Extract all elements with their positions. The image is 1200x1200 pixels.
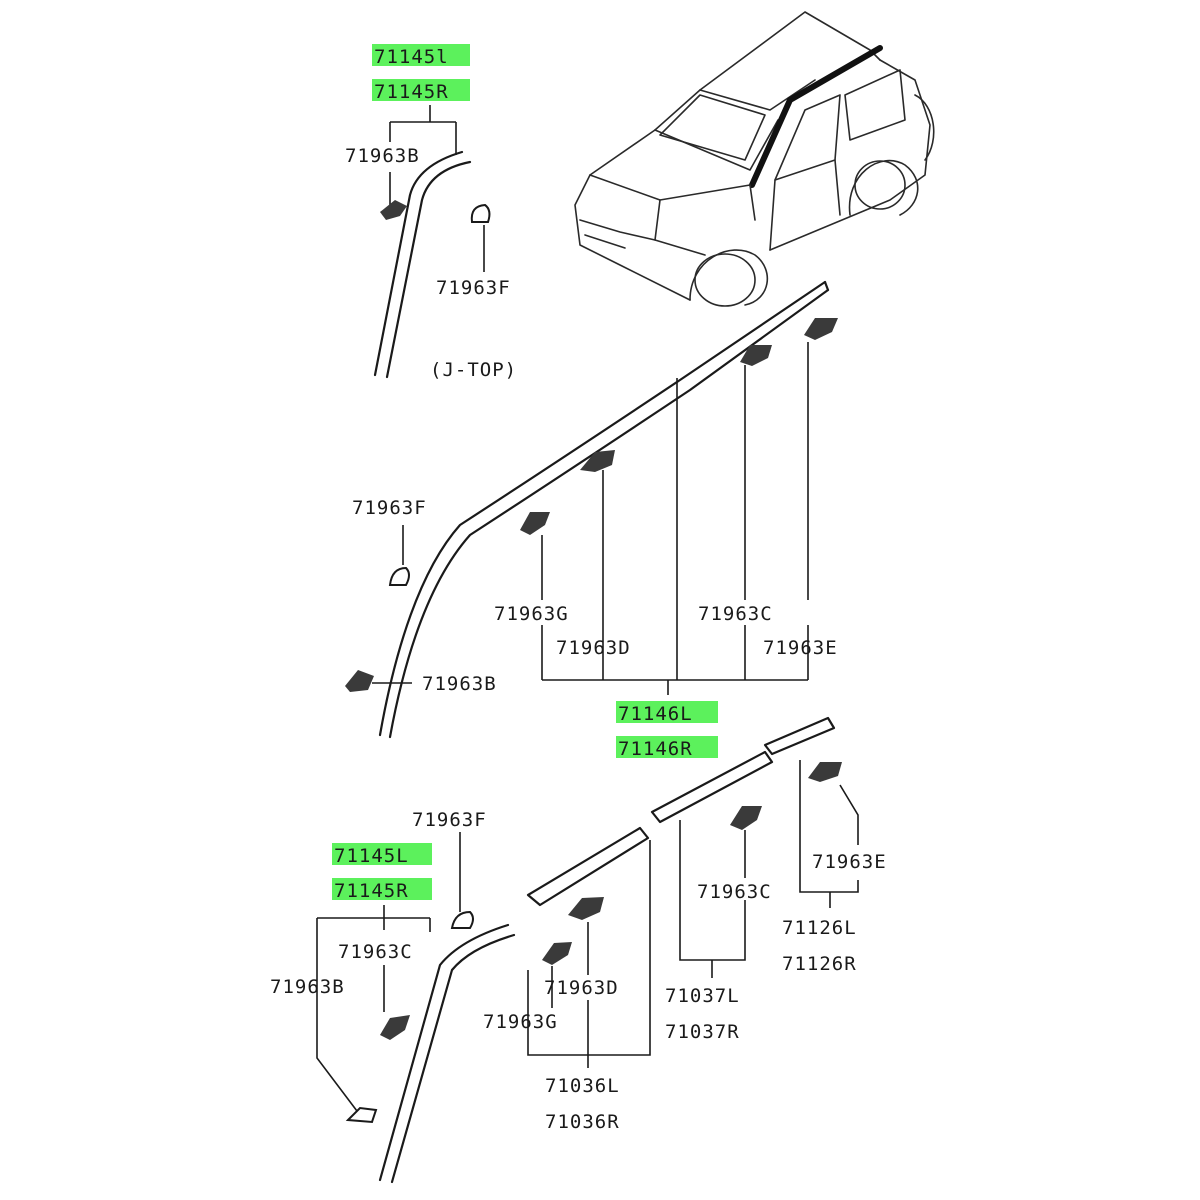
part-number-mid-left[interactable]: 71037L [665,985,740,1007]
part-number-front-left[interactable]: 71036L [545,1075,620,1097]
clip-label-f[interactable]: 71963F [436,277,511,299]
bottom-group: 71145L 71145R 71963C 71963B 71963F [270,716,887,1184]
clip-label-f[interactable]: 71963F [352,497,427,519]
part-number-right[interactable]: 71145R [334,880,409,902]
part-number-front-right[interactable]: 71036R [545,1111,620,1133]
clip-label-c[interactable]: 71963C [338,941,413,963]
part-number-left[interactable]: 71145L [334,845,409,867]
part-number-mid-right[interactable]: 71037R [665,1021,740,1043]
part-number-rear-left[interactable]: 71126L [782,917,857,939]
clip-icon [450,910,474,929]
clip-label-b[interactable]: 71963B [270,976,345,998]
variant-note: (J-TOP) [430,359,517,381]
clip-icon [740,345,772,366]
part-number-right[interactable]: 71145R [374,81,449,103]
highlight-box [332,878,432,900]
part-number-left[interactable]: 71145l [374,46,449,68]
clip-icon [804,318,838,340]
clip-label-g[interactable]: 71963G [483,1011,558,1033]
clip-icon [380,1015,410,1040]
a-pillar-molding [373,150,472,379]
highlight-box [616,701,718,723]
clip-label-g[interactable]: 71963G [494,603,569,625]
middle-roof-molding [650,750,774,824]
clip-icon [520,512,550,535]
roof-molding [378,280,830,739]
clip-label-c[interactable]: 71963C [697,881,772,903]
clip-icon [580,450,615,472]
highlight-box [372,44,470,66]
highlight-box [332,843,432,865]
clip-icon [388,566,410,586]
clip-icon [568,897,604,920]
clip-label-b[interactable]: 71963B [345,145,420,167]
rear-roof-molding [763,716,836,756]
clip-label-e[interactable]: 71963E [763,637,838,659]
clip-icon [345,670,374,692]
clip-icon [345,1106,378,1124]
highlight-box [372,79,470,101]
clip-label-f[interactable]: 71963F [412,809,487,831]
top-group: 71145l 71145R 71963B 71963F (J-TOP) [345,44,517,381]
clip-label-c[interactable]: 71963C [698,603,773,625]
clip-icon [542,942,572,965]
vehicle-icon [574,11,935,307]
part-number-right[interactable]: 71146R [618,738,693,760]
clip-label-d[interactable]: 71963D [544,977,619,999]
clip-label-e[interactable]: 71963E [812,851,887,873]
clip-label-d[interactable]: 71963D [556,637,631,659]
clip-icon [808,762,842,782]
clip-icon [470,203,491,223]
a-pillar-molding [378,923,516,1184]
front-roof-molding [526,826,650,907]
clip-icon [730,806,762,830]
clip-icon [380,200,407,220]
clip-label-b[interactable]: 71963B [422,673,497,695]
part-number-left[interactable]: 71146L [618,703,693,725]
highlight-box [616,736,718,758]
part-number-rear-right[interactable]: 71126R [782,953,857,975]
middle-group: 71963F 71963B 71963G 71963D 71963C 71963… [345,280,838,760]
